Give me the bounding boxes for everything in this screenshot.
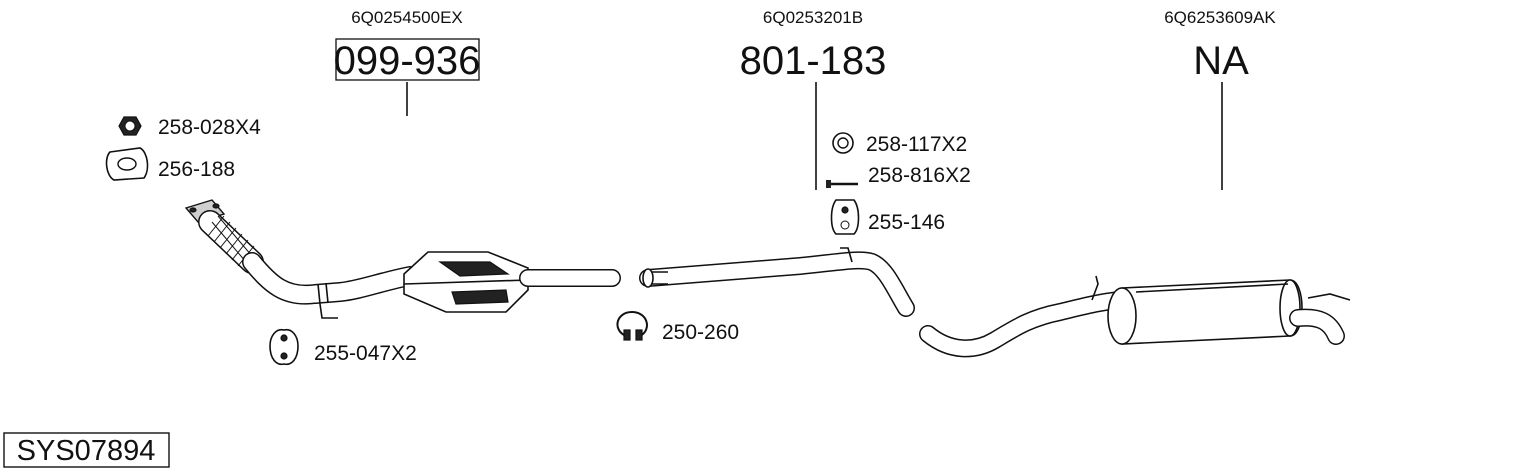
accessory-258-117X2[interactable]: 258-117X2 xyxy=(832,132,967,156)
gasket-hole xyxy=(117,157,137,171)
clamp-lug xyxy=(623,329,631,341)
silencer-inlet-pipe-fill xyxy=(920,292,1128,356)
pipe-joint xyxy=(317,282,329,305)
intermediate-pipe-fill xyxy=(640,252,914,316)
converter-shade xyxy=(451,289,509,305)
hanger-rod xyxy=(1091,275,1099,301)
pipe-inlet xyxy=(642,268,654,288)
mount-hole xyxy=(841,206,849,214)
part-number[interactable]: NA xyxy=(1193,39,1249,83)
accessory-code: 250-260 xyxy=(662,321,739,344)
rubber-hanger-icon xyxy=(269,328,299,366)
part-oem-number: 6Q6253609AK xyxy=(1164,8,1276,27)
hanger-rod xyxy=(1307,293,1351,301)
part-number[interactable]: 801-183 xyxy=(740,39,887,83)
accessory-code: 258-117X2 xyxy=(866,133,967,156)
washer-inner xyxy=(837,137,849,149)
clamp-lug xyxy=(635,329,643,341)
hanger-hole xyxy=(280,352,288,360)
accessory-code: 258-816X2 xyxy=(868,164,971,187)
converter-edge xyxy=(403,279,529,285)
part-oem-number: 6Q0254500EX xyxy=(351,8,463,27)
tailpipe-fill xyxy=(1290,310,1344,344)
front-pipe-fill xyxy=(243,253,419,304)
part-group-3: 6Q6253609AK NA xyxy=(919,8,1351,358)
accessory-255-146[interactable]: 255-146 xyxy=(830,199,946,235)
silencer-end-cap xyxy=(1279,279,1301,337)
accessory-256-188[interactable]: 256-188 xyxy=(105,147,236,181)
system-id-label: SYS07894 xyxy=(3,432,170,468)
silencer-body xyxy=(1121,279,1303,345)
silencer-seam xyxy=(1135,283,1289,293)
accessory-255-047X2[interactable]: 255-047X2 xyxy=(269,328,417,366)
rubber-mount-icon xyxy=(830,199,860,235)
part-group-2: 6Q0253201B 801-183 xyxy=(639,8,915,317)
accessory-250-260[interactable]: 250-260 xyxy=(616,310,739,344)
accessory-code: 255-146 xyxy=(868,211,945,234)
accessory-code: 255-047X2 xyxy=(314,342,417,365)
part-group-1: 6Q0254500EX 099-936 xyxy=(184,8,621,319)
bolt-icon xyxy=(826,180,858,188)
hanger-hole xyxy=(280,334,288,342)
hanger-rod xyxy=(840,247,853,263)
intermediate-pipe[interactable] xyxy=(639,247,915,317)
part-oem-number: 6Q0253201B xyxy=(763,8,863,27)
flange-hole xyxy=(189,207,197,213)
part-number[interactable]: 099-936 xyxy=(334,39,481,83)
part-number-box xyxy=(335,38,480,81)
accessory-258-816X2[interactable]: 258-816X2 xyxy=(826,164,971,188)
pipe-clamp-icon xyxy=(616,310,648,337)
nut-hole xyxy=(124,120,136,132)
silencer-end-cap xyxy=(1107,287,1137,345)
flex-pipe-braid xyxy=(207,215,255,267)
system-id: SYS07894 xyxy=(17,435,156,467)
converter-shade xyxy=(438,261,510,277)
accessory-code: 258-028X4 xyxy=(158,116,261,139)
flange-hole xyxy=(212,203,220,209)
system-id-box xyxy=(3,432,170,468)
accessory-258-028X4[interactable]: 258-028X4 xyxy=(118,116,261,139)
rear-silencer[interactable] xyxy=(919,275,1351,358)
mount-hole xyxy=(840,220,850,230)
accessory-code: 256-188 xyxy=(158,158,235,181)
hanger-rod xyxy=(319,303,338,319)
pipe-slot xyxy=(652,271,668,285)
front-pipe-with-catalytic-converter[interactable] xyxy=(184,199,621,319)
